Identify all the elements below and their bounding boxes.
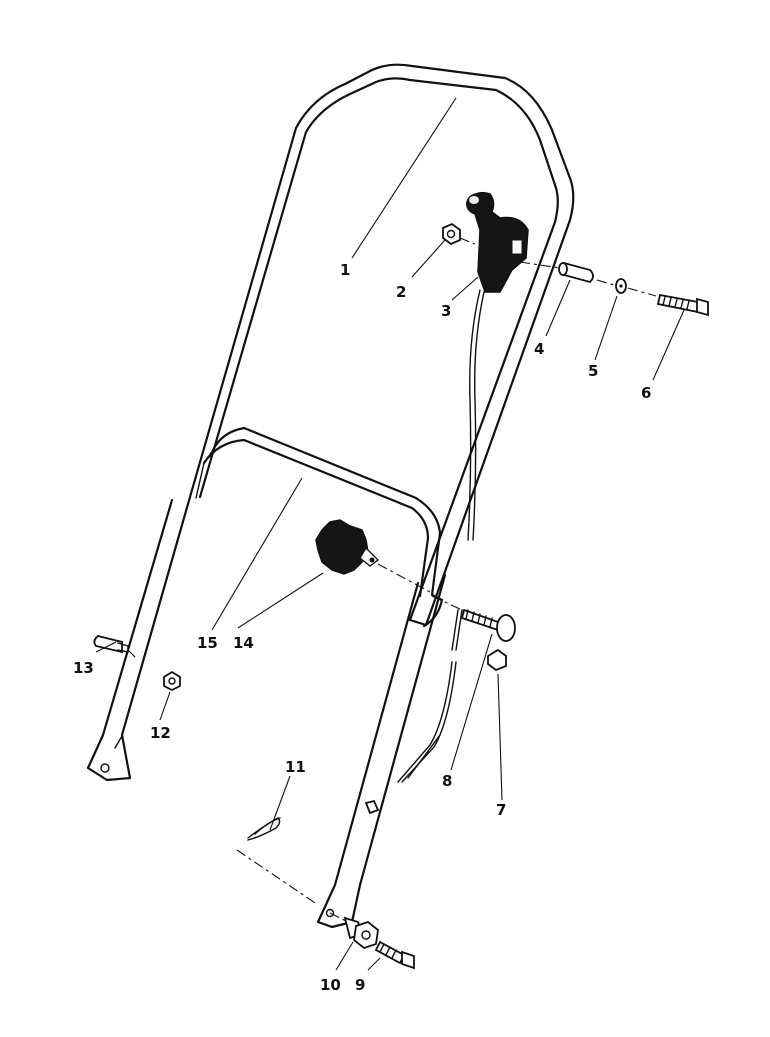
adjuster-10	[343, 916, 379, 950]
left-lower-tube	[86, 495, 192, 782]
spacer-4	[558, 261, 594, 284]
callout-10: 10	[320, 976, 341, 994]
callout-numbers: 1 2 3 4 5 6 7 8 9 10 11 12 13 14 15	[73, 261, 651, 994]
callout-5: 5	[588, 362, 598, 380]
callout-6: 6	[641, 384, 651, 402]
hairpin-clip-11	[247, 817, 281, 841]
throttle-control	[466, 191, 529, 293]
bolt-6	[656, 293, 709, 317]
callout-9: 9	[355, 976, 365, 994]
upper-handle	[188, 63, 575, 627]
callout-13: 13	[73, 659, 94, 677]
callout-12: 12	[150, 724, 171, 742]
callout-1: 1	[340, 261, 350, 279]
throttle-cable	[397, 289, 485, 783]
nut-2	[442, 222, 461, 246]
stud-13	[93, 635, 129, 654]
assembly-centerlines	[127, 237, 657, 923]
nut-7	[487, 648, 507, 672]
callout-2: 2	[396, 283, 406, 301]
bolt-9	[374, 940, 415, 970]
pin	[364, 799, 380, 815]
knob-14	[315, 519, 379, 575]
carriage-bolt-8	[460, 608, 516, 642]
leader-lines	[95, 97, 685, 971]
callout-15: 15	[197, 634, 218, 652]
callout-11: 11	[285, 758, 306, 776]
washer-5	[615, 278, 627, 294]
nut-12	[163, 670, 181, 692]
lower-cross-handle	[195, 426, 444, 628]
callout-14: 14	[233, 634, 254, 652]
callout-3: 3	[441, 302, 451, 320]
callout-8: 8	[442, 772, 452, 790]
callout-7: 7	[496, 801, 506, 819]
right-lower-tube	[316, 573, 447, 929]
callout-4: 4	[534, 340, 544, 358]
